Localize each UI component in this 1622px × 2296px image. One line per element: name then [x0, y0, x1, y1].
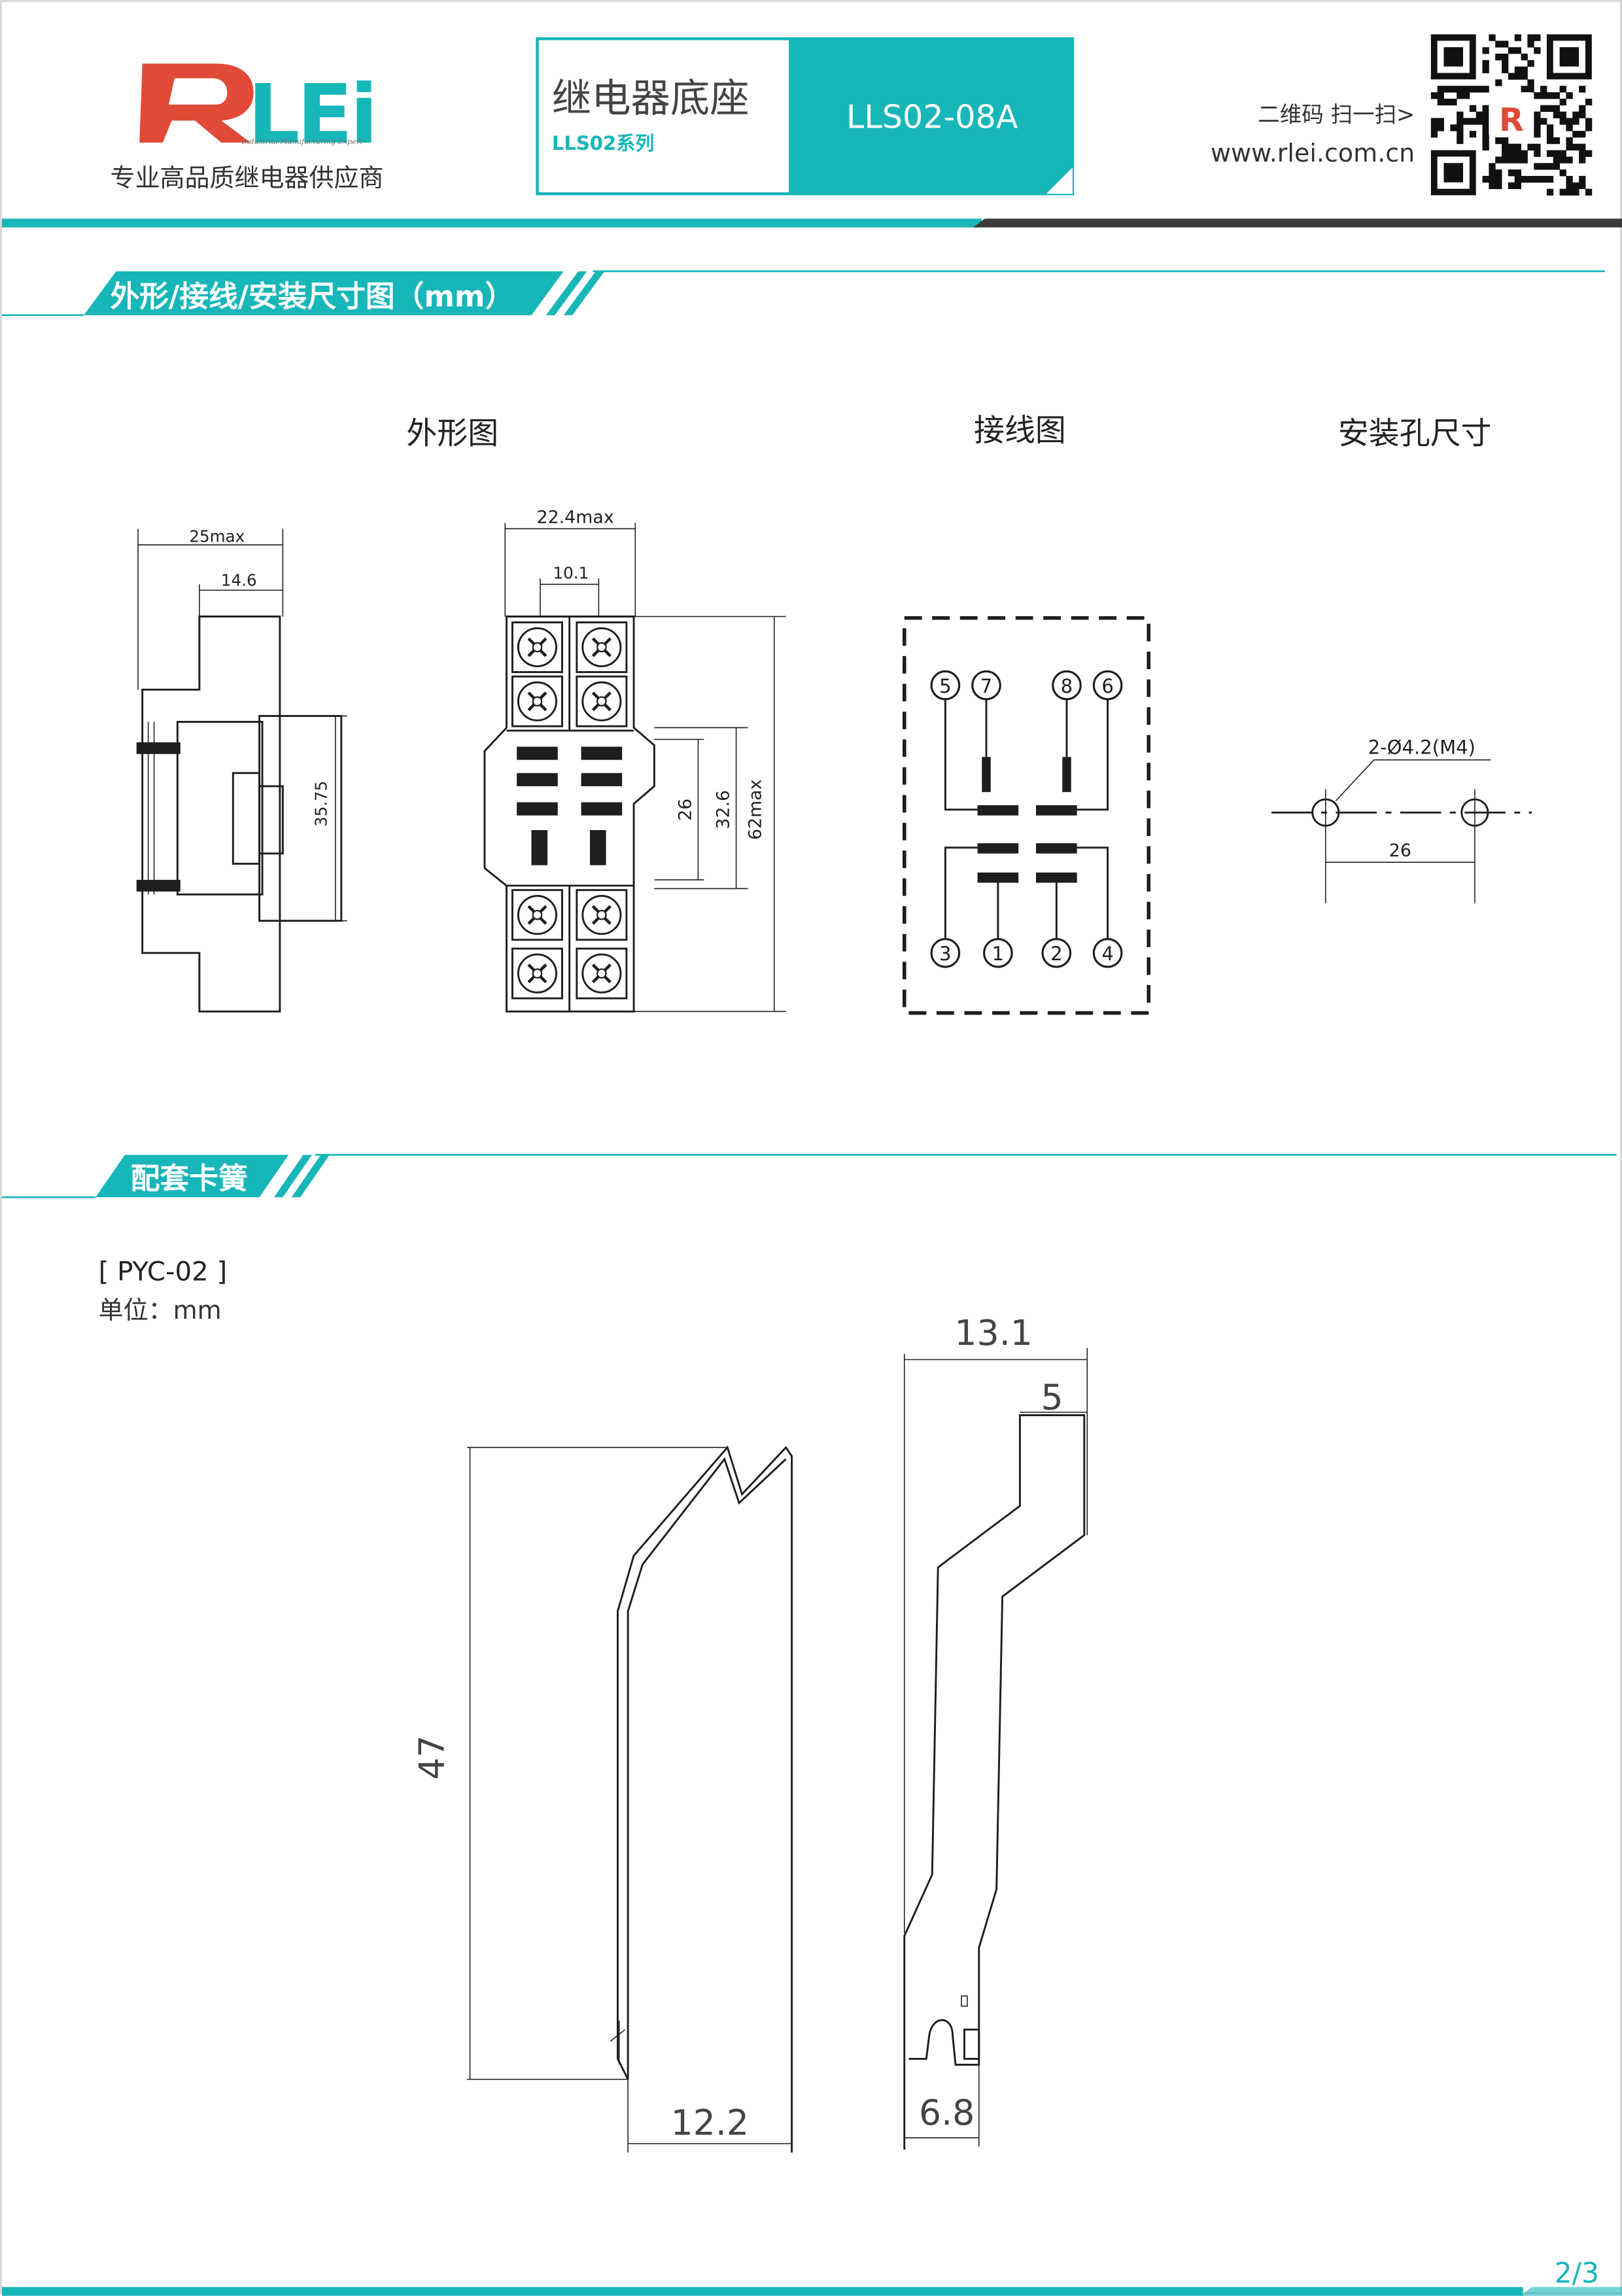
clip-tip-width-dim: 5: [1041, 1377, 1063, 1418]
wiring-terminal-bottom: 4: [1092, 938, 1123, 968]
product-series: LLS02系列: [552, 132, 655, 154]
mounting-hole-spec: 2-Ø4.2(M4): [1368, 737, 1475, 759]
terminal-number: 5: [939, 675, 952, 697]
outline-label: 外形图: [406, 416, 498, 452]
section-dimensions-title: 外形/接线/安装尺寸图（mm）: [110, 279, 514, 313]
clip-top-width-dim: 13.1: [954, 1312, 1032, 1353]
website-url: www.rlei.com.cn: [1211, 139, 1415, 167]
mounting-spacing-dim: 26: [1389, 841, 1411, 861]
terminal-screw-icon: [576, 889, 628, 941]
terminal-screw-icon: [576, 621, 628, 673]
terminal-number: 2: [1050, 943, 1063, 965]
footer-bar: [2, 2287, 1523, 2296]
product-model: LLS02-08A: [846, 98, 1018, 136]
wiring-terminal-top: 6: [1092, 670, 1123, 701]
terminal-screw-icon: [576, 947, 628, 1000]
terminal-number: 1: [992, 943, 1005, 965]
front-inner-dim: 10.1: [553, 563, 589, 582]
section-dimensions-header: 外形/接线/安装尺寸图（mm）: [2, 270, 1605, 317]
section-clip-title: 配套卡簧: [131, 1161, 248, 1196]
wiring-terminal-top: 5: [930, 670, 961, 701]
wiring-terminal-top: 7: [971, 670, 1001, 701]
terminal-number: 7: [980, 675, 992, 697]
wiring-diagram: 5 7 8 6 3 1 2 4: [902, 616, 1151, 1015]
logo-letters: LEi: [248, 67, 375, 162]
product-category: 继电器底座: [552, 76, 750, 122]
front-view-drawing: 22.4max 10.1 26 32.6 62max: [483, 507, 786, 1013]
side-view-drawing: 25max 14.6 35.75: [136, 527, 347, 1013]
clip-unit: 单位：mm: [99, 1296, 222, 1325]
terminal-number: 8: [1061, 675, 1073, 697]
terminal-number: 6: [1101, 675, 1114, 697]
terminal-number: 4: [1101, 943, 1114, 965]
front-width-dim: 22.4max: [537, 507, 614, 527]
logo-tagline: Industrial Manufacturing Expert: [241, 137, 363, 146]
front-dim-32-6: 32.6: [713, 790, 733, 829]
terminal-screw-icon: [576, 675, 628, 727]
terminal-screw-icon: [511, 621, 563, 673]
terminal-screw-icon: [511, 947, 563, 1000]
mounting-hole-drawing: 26 2-Ø4.2(M4): [1271, 737, 1532, 903]
front-dim-26: 26: [675, 799, 695, 821]
brand-logo: LEi Industrial Manufacturing Expert 专业高品…: [110, 63, 383, 192]
wiring-terminal-top: 8: [1052, 670, 1082, 701]
clip-bottom-width-dim: 6.8: [919, 2092, 975, 2133]
front-height-dim: 62max: [746, 779, 766, 840]
qr-area: 二维码 扫一扫> www.rlei.com.cn R: [1211, 34, 1593, 196]
product-title-box: 继电器底座 LLS02系列 LLS02-08A: [536, 37, 1075, 196]
header-bar-dark: [973, 218, 1622, 228]
logo-letter-r: [139, 63, 254, 143]
terminal-number: 3: [939, 943, 952, 965]
wiring-terminal-bottom: 1: [983, 938, 1013, 968]
side-offset-dim: 14.6: [221, 571, 257, 590]
side-width-dim: 25max: [189, 527, 245, 546]
header-bar-teal: [2, 218, 982, 228]
section-clip-header: 配套卡簧: [2, 1154, 1617, 1198]
clip-height-dim: 47: [411, 1735, 452, 1780]
wiring-label: 接线图: [974, 413, 1066, 449]
qr-code-icon: R: [1430, 34, 1593, 196]
svg-text:R: R: [1499, 101, 1524, 139]
wiring-terminal-bottom: 2: [1041, 938, 1072, 968]
side-height-dim: 35.75: [311, 781, 330, 827]
terminal-screw-icon: [511, 675, 563, 727]
qr-label: 二维码 扫一扫>: [1258, 102, 1415, 128]
company-slogan: 专业高品质继电器供应商: [110, 164, 383, 192]
clip-base-width-dim: 12.2: [671, 2102, 749, 2144]
wiring-terminal-bottom: 3: [930, 938, 961, 968]
terminal-screw-icon: [511, 889, 563, 941]
mounting-label: 安装孔尺寸: [1338, 416, 1492, 452]
clip-front-drawing: 13.1 5 6.8: [903, 1312, 1088, 2150]
clip-side-drawing: 47 12.2: [411, 1445, 793, 2153]
terminal-screws: [511, 621, 628, 1000]
page-number: 2/3: [1555, 2258, 1599, 2290]
clip-model: [ PYC-02 ]: [99, 1257, 228, 1287]
